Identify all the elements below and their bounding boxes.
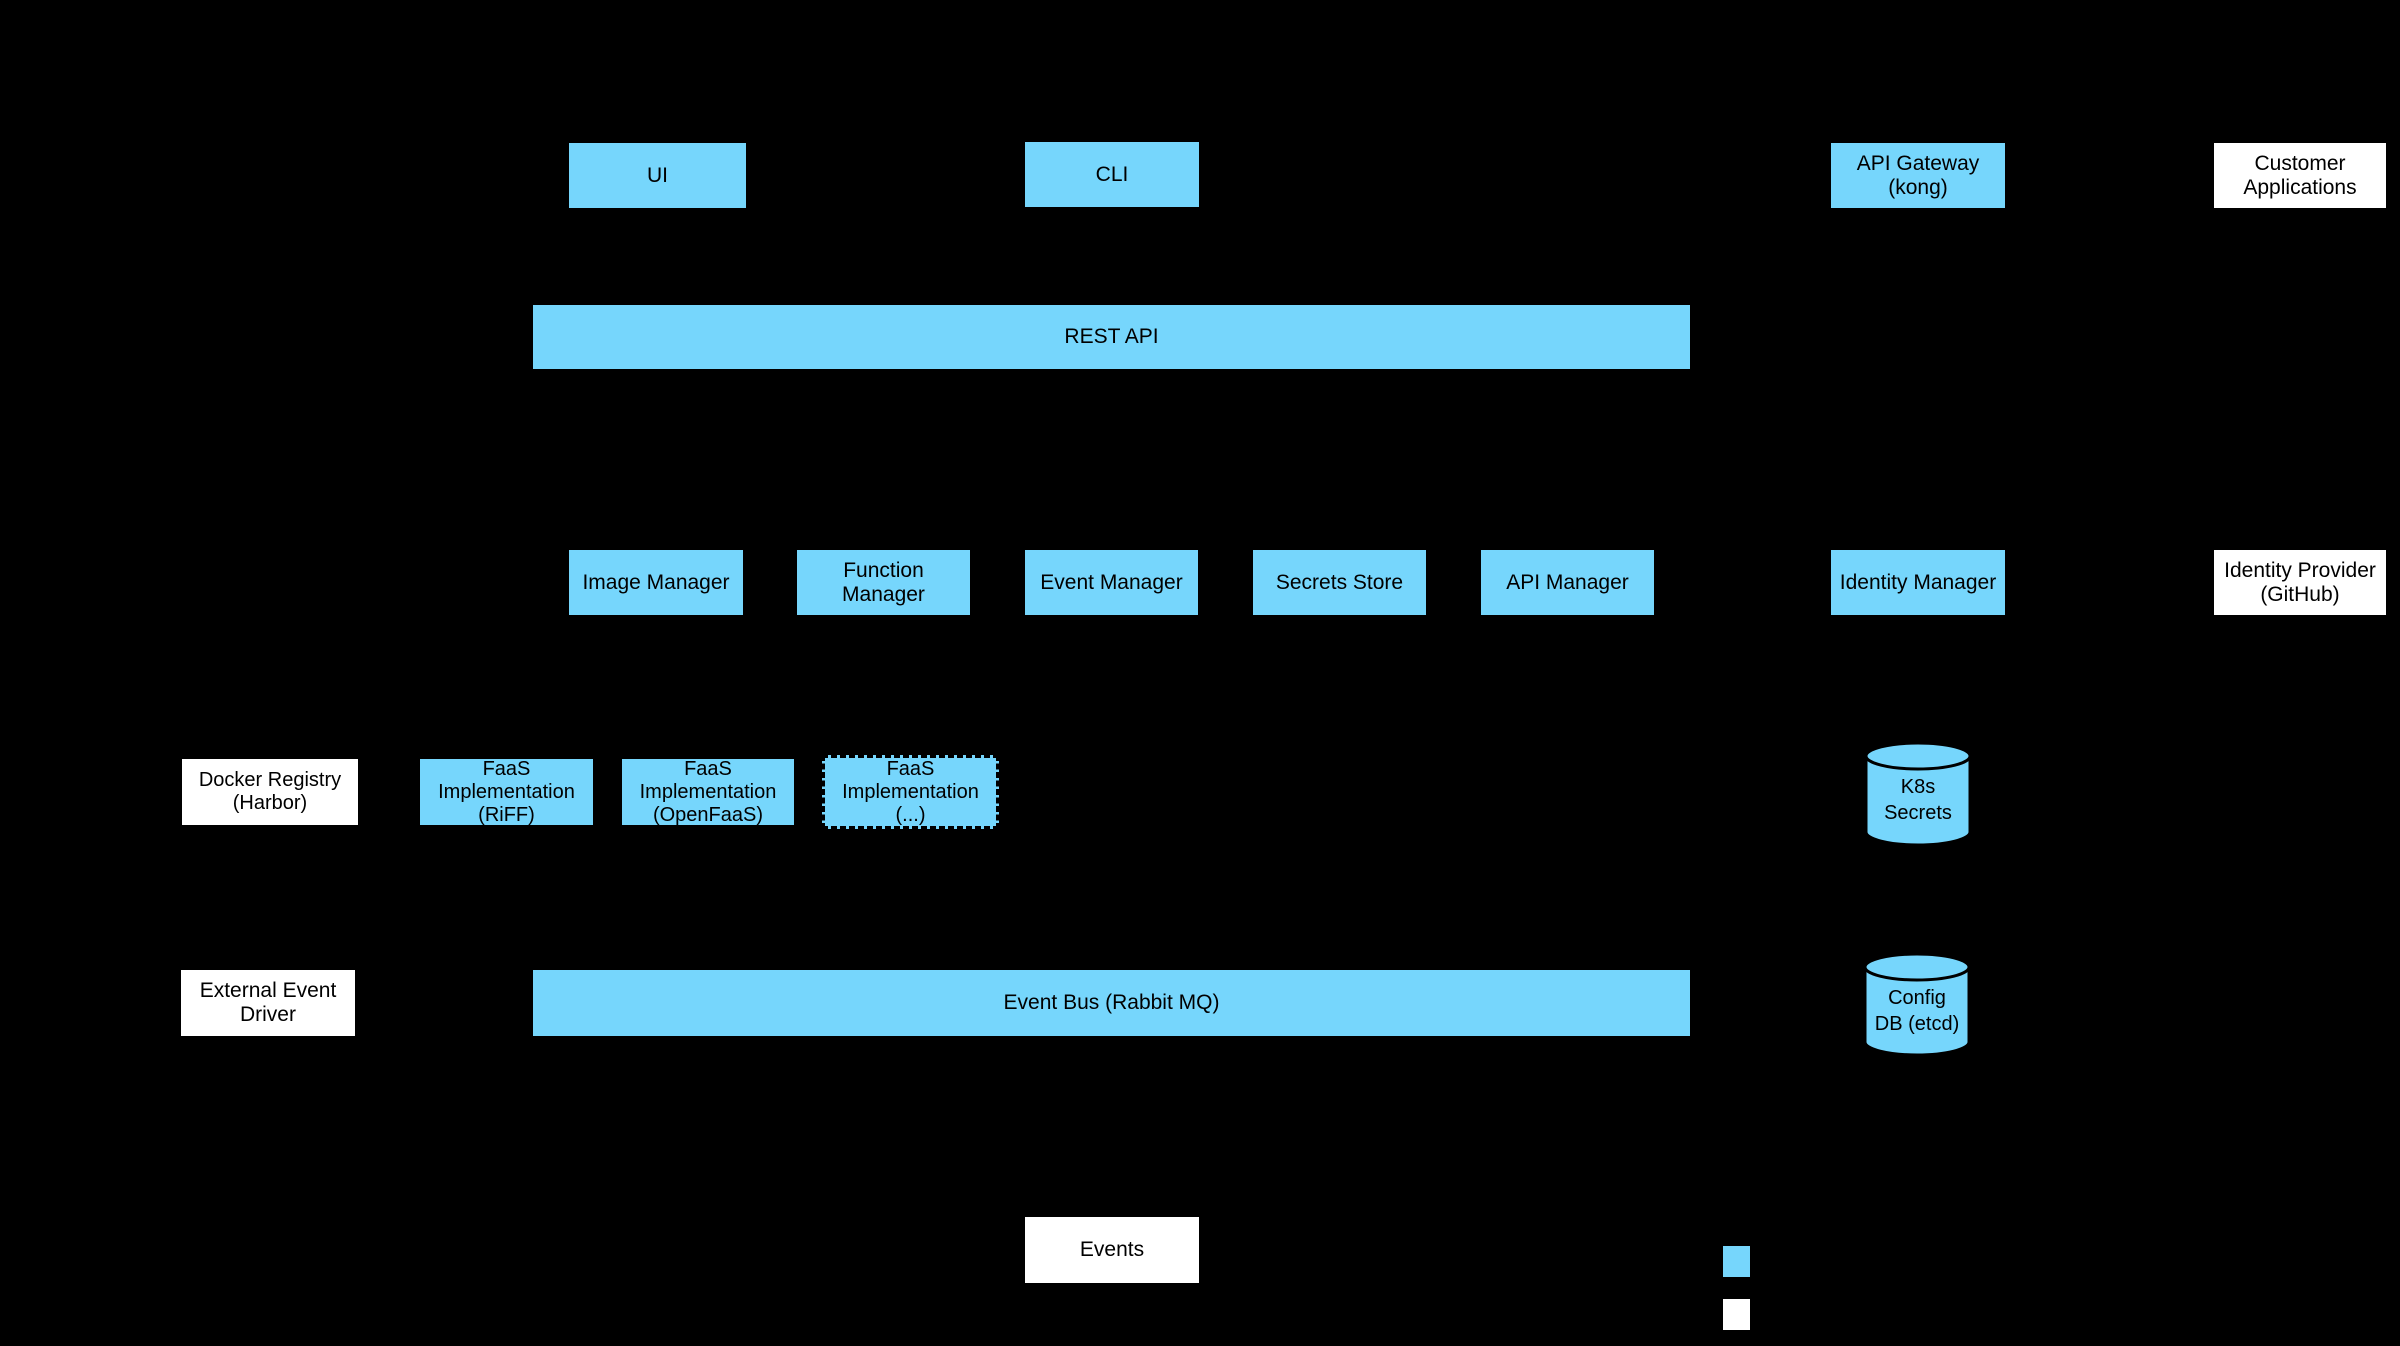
node-cli: CLI (1023, 140, 1201, 209)
node-faas-riff: FaaS Implementation (RiFF) (418, 757, 595, 827)
node-config-db: Config DB (etcd) (1863, 951, 1971, 1058)
node-rest-api: REST API (531, 303, 1692, 371)
node-faas-openfaas: FaaS Implementation (OpenFaaS) (620, 757, 796, 827)
node-api-gateway-label: API Gateway (kong) (1856, 151, 1980, 199)
node-identity-manager: Identity Manager (1829, 548, 2007, 617)
node-api-manager: API Manager (1479, 548, 1656, 617)
node-customer-applications-label: Customer Applications (2243, 151, 2357, 199)
node-event-bus-label: Event Bus (Rabbit MQ) (1003, 991, 1220, 1014)
node-api-gateway: API Gateway (kong) (1829, 141, 2007, 210)
node-image-manager: Image Manager (567, 548, 745, 617)
node-ui: UI (567, 141, 748, 210)
node-event-bus: Event Bus (Rabbit MQ) (531, 968, 1692, 1038)
node-identity-provider-label: Identity Provider (GitHub) (2224, 558, 2376, 606)
node-docker-registry-label: Docker Registry (Harbor) (198, 769, 342, 814)
node-image-manager-label: Image Manager (582, 570, 730, 594)
node-faas-riff-label: FaaS Implementation (RiFF) (438, 757, 575, 826)
node-secrets-store-label: Secrets Store (1275, 570, 1404, 594)
node-function-manager-label: Function Manager (842, 558, 925, 606)
node-secrets-store: Secrets Store (1251, 548, 1428, 617)
node-api-manager-label: API Manager (1506, 570, 1629, 594)
node-cli-label: CLI (1095, 162, 1129, 186)
node-ui-label: UI (647, 163, 668, 187)
node-external-event-driver: External Event Driver (179, 968, 357, 1038)
node-function-manager: Function Manager (795, 548, 972, 617)
node-faas-openfaas-label: FaaS Implementation (OpenFaaS) (639, 757, 777, 826)
legend-external-swatch (1722, 1298, 1751, 1331)
node-rest-api-label: REST API (1064, 325, 1159, 348)
node-faas-other: FaaS Implementation (...) (822, 755, 999, 829)
node-faas-other-label: FaaS Implementation (...) (842, 757, 979, 826)
node-identity-manager-label: Identity Manager (1839, 570, 1997, 594)
node-identity-provider: Identity Provider (GitHub) (2212, 548, 2388, 617)
node-events-label: Events (1079, 1238, 1145, 1261)
node-events: Events (1023, 1215, 1201, 1285)
node-event-manager-label: Event Manager (1040, 570, 1183, 594)
node-k8s-secrets: K8s Secrets (1864, 740, 1972, 848)
database-cylinder-icon (1864, 741, 1972, 847)
database-cylinder-icon (1863, 952, 1971, 1057)
node-event-manager: Event Manager (1023, 548, 1200, 617)
node-customer-applications: Customer Applications (2212, 141, 2388, 210)
node-external-event-driver-label: External Event Driver (199, 979, 337, 1026)
legend-internal-swatch (1722, 1245, 1751, 1278)
node-docker-registry: Docker Registry (Harbor) (180, 757, 360, 827)
